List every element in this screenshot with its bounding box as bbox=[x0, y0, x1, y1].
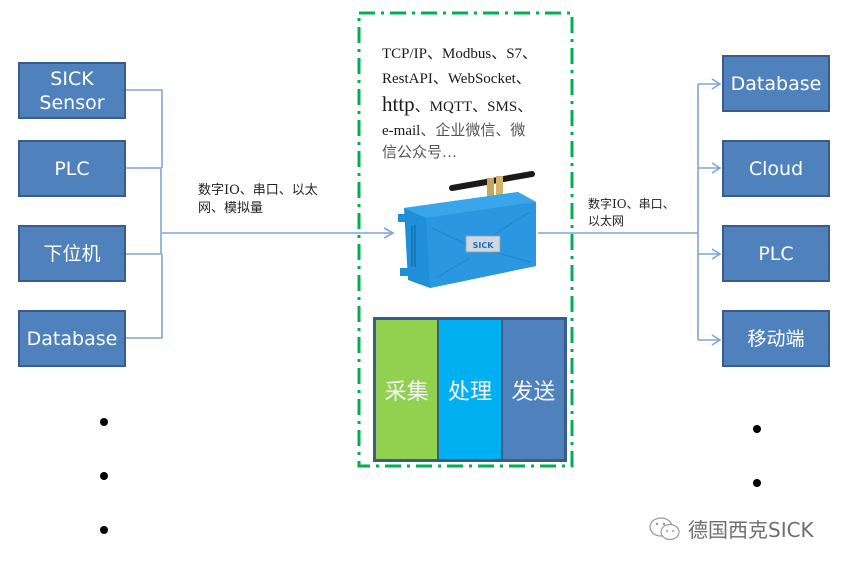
input-node-database: Database bbox=[18, 310, 126, 367]
stage-label: 处理 bbox=[447, 379, 492, 405]
ellipsis-dot bbox=[753, 425, 761, 433]
input-node-label: 下位机 bbox=[43, 242, 101, 265]
input-node-plc: PLC bbox=[18, 140, 126, 197]
protocol-line-3: http、MQTT、SMS、 bbox=[382, 92, 568, 120]
ellipsis-dot bbox=[100, 526, 108, 534]
ellipsis-dot bbox=[100, 418, 108, 426]
output-link-label: 数字IO、串口、 以太网 bbox=[588, 197, 675, 228]
protocol-email: e-mail bbox=[382, 123, 421, 139]
protocol-line-2: RestAPI、WebSocket、 bbox=[382, 71, 531, 87]
output-node-cloud: Cloud bbox=[722, 140, 830, 197]
stage-send: 发送 bbox=[502, 320, 564, 459]
output-node-label: Database bbox=[730, 72, 822, 95]
protocol-list: TCP/IP、Modbus、S7、 RestAPI、WebSocket、 htt… bbox=[382, 42, 568, 164]
input-link-label: 数字IO、串口、以太 网、模拟量 bbox=[198, 183, 318, 216]
ellipsis-dot bbox=[100, 472, 108, 480]
output-node-plc: PLC bbox=[722, 225, 830, 282]
gateway-device-image: SICK bbox=[398, 171, 536, 288]
output-node-database: Database bbox=[722, 55, 830, 112]
protocol-line-5: 信公众号… bbox=[382, 145, 458, 161]
input-node-label: Database bbox=[26, 327, 118, 350]
arrowhead-cloud bbox=[711, 162, 722, 174]
input-node-sick-sensor: SICK Sensor bbox=[18, 62, 126, 119]
arrowhead-plc bbox=[711, 248, 722, 260]
protocol-http: http bbox=[382, 92, 415, 116]
connector-sick-sensor bbox=[126, 89, 163, 168]
output-node-label: PLC bbox=[758, 242, 794, 265]
protocol-line-4: e-mail、企业微信、微 bbox=[382, 120, 568, 142]
ellipsis-dot bbox=[753, 479, 761, 487]
watermark-text: 德国西克SICK bbox=[688, 518, 814, 542]
arrowhead-database bbox=[711, 78, 722, 90]
sick-logo-plate bbox=[465, 235, 501, 253]
input-node-lower-computer: 下位机 bbox=[18, 225, 126, 282]
connector-plc-in bbox=[126, 167, 162, 254]
output-node-label: 移动端 bbox=[747, 327, 805, 350]
output-node-mobile: 移动端 bbox=[722, 310, 830, 367]
antenna-icon bbox=[449, 171, 535, 200]
processing-stages: 采集 处理 发送 bbox=[373, 317, 567, 462]
stage-collect: 采集 bbox=[376, 320, 438, 459]
arrowhead-mobile bbox=[711, 334, 722, 346]
input-node-label: PLC bbox=[54, 157, 90, 180]
protocol-line-4-rest: 、企业微信、微 bbox=[420, 123, 526, 139]
sick-logo-text: SICK bbox=[473, 241, 495, 250]
stage-process: 处理 bbox=[439, 320, 501, 459]
stage-label: 发送 bbox=[511, 379, 556, 405]
input-node-label: SICK Sensor bbox=[39, 67, 105, 114]
protocol-line-3-rest: 、MQTT、SMS、 bbox=[414, 99, 533, 115]
stage-label: 采集 bbox=[384, 379, 429, 405]
wechat-icon bbox=[649, 516, 680, 540]
output-node-label: Cloud bbox=[748, 157, 804, 180]
watermark: 德国西克SICK bbox=[648, 514, 814, 543]
connector-database-in bbox=[126, 254, 163, 339]
protocol-line-1: TCP/IP、Modbus、S7、 bbox=[382, 46, 538, 62]
